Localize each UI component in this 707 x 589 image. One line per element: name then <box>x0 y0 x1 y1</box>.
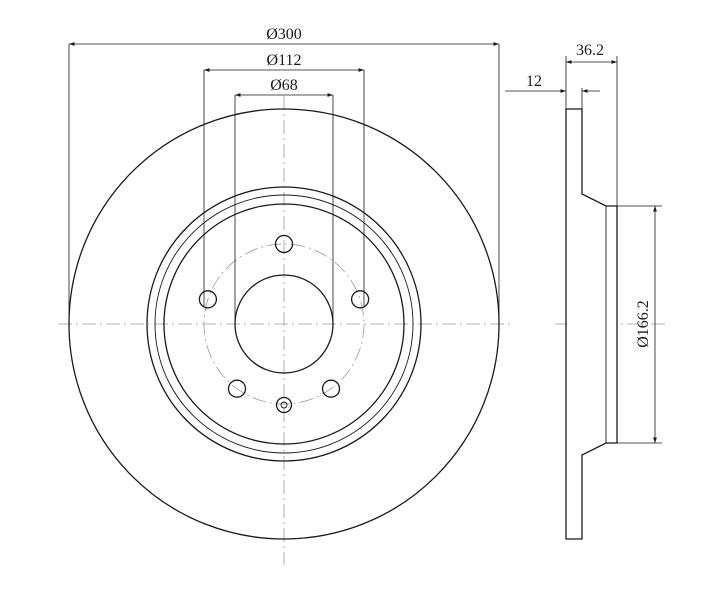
bolt-hole <box>274 234 294 254</box>
bolt-circle <box>203 243 365 405</box>
bolt-hole <box>227 379 247 398</box>
dim-label-total-height: 36.2 <box>576 42 604 59</box>
disc-profile <box>565 108 618 540</box>
dim-label-bolt-circle: Ø112 <box>267 52 302 69</box>
bolt-holes <box>198 234 370 398</box>
bolt-hole <box>321 379 341 398</box>
friction-ring-inner-edge <box>146 186 422 462</box>
dim-label-hat-diameter: Ø166.2 <box>635 300 652 348</box>
dim-label-center-bore: Ø68 <box>270 77 298 94</box>
front-view: Ø300 Ø112 Ø68 <box>58 26 510 565</box>
side-view: 36.2 12 Ø166.2 <box>505 42 668 540</box>
bolt-hole <box>350 290 370 309</box>
dim-label-disc-thickness: 12 <box>526 73 542 90</box>
locating-hole <box>275 396 293 414</box>
bolt-hole <box>198 290 218 309</box>
hat-outer-edge <box>154 194 414 454</box>
dim-label-outer-diameter: Ø300 <box>266 26 302 43</box>
hat-face-edge <box>163 203 405 445</box>
